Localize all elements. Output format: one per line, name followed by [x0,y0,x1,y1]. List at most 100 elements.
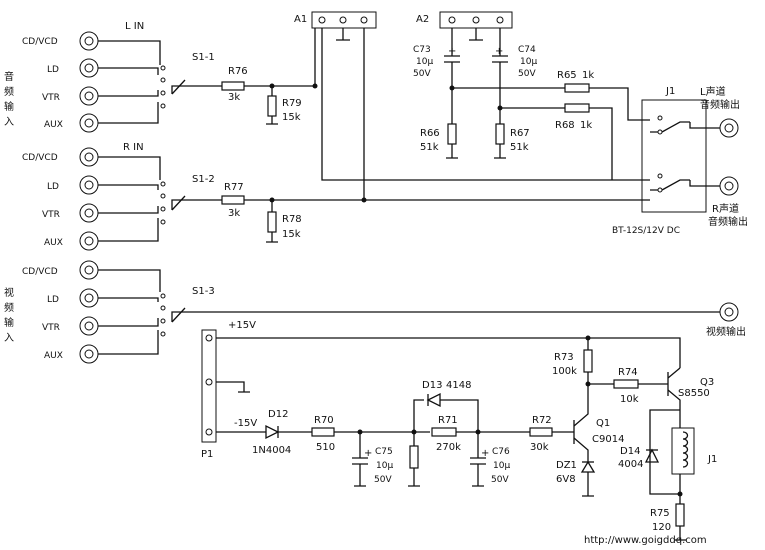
resistor-r72: R72 30k [529,415,553,453]
audio-input-char-3: 输 [4,100,14,113]
right-output-label-2: 音频输出 [708,215,748,228]
r70-value: 510 [316,442,335,453]
video-input-char-3: 输 [4,316,14,329]
dz1-ref: DZ1 [556,460,577,471]
transistor-q3: Q3 S8550 [667,367,714,410]
d14-ref: D14 [620,446,640,457]
rca-jack-icon [79,31,99,51]
audio-input-label: 音 频 输 入 [4,70,14,128]
r78-ref: R78 [282,214,302,225]
resistor-r65: R65 1k [557,70,594,93]
c75-plus: + [364,448,372,459]
video-src-ld: LD [47,295,59,305]
c74-voltage: 50V [518,69,536,79]
d13-part: 4148 [446,380,471,391]
d12-ref: D12 [268,409,288,420]
video-input-label: 视 频 输 入 [4,286,14,344]
connector-a2: A2 [416,11,513,29]
r72-ref: R72 [532,415,552,426]
r73-value: 100k [552,366,577,377]
c74-value: 10μ [520,57,537,67]
watermark: http://www.goigddq.com [584,535,707,546]
c73-plus: + [448,46,456,57]
d14-part: 4004 [618,459,643,470]
r65-ref: R65 [557,70,577,81]
c73-value: 10μ [416,57,433,67]
c75-ref: C75 [375,447,393,457]
resistor-r76: R76 3k [221,66,248,103]
c76-value: 10μ [493,461,510,471]
right-src-vtr: VTR [42,210,60,220]
r75-ref: R75 [650,508,670,519]
left-src-ld: LD [47,65,59,75]
relay-coil-j1: J1 [671,427,717,475]
r79-value: 15k [282,112,301,123]
r76-value: 3k [228,92,240,103]
video-input-group: CD/VCD LD VTR AUX S1-3 [22,260,720,364]
c74-ref: C74 [518,45,536,55]
r67-value: 51k [510,142,529,153]
left-input-group: L IN CD/VCD LD VTR AUX S1-1 [22,21,222,133]
rca-jack-icon [79,113,99,133]
r74-value: 10k [620,394,639,405]
capacitor-c76: + C76 10μ 50V [470,447,510,485]
r76-ref: R76 [228,66,248,77]
left-src-aux: AUX [44,120,63,130]
a1-label: A1 [294,14,307,25]
q3-part: S8550 [678,388,710,399]
resistor-r71: R71 270k [431,415,461,453]
relay-j1: J1 BT-12S/12V DC [612,86,707,236]
minus15v-label: -15V [234,418,257,429]
resistor-r75: R75 120 [650,503,685,533]
r78-value: 15k [282,229,301,240]
rca-jack-icon [79,147,99,167]
video-src-cdvcd: CD/VCD [22,267,58,277]
r68-value: 1k [580,120,592,131]
video-output-jack: 视频输出 [706,302,746,338]
d12-part: 1N4004 [252,445,291,456]
r66-ref: R66 [420,128,440,139]
switch-s1-3-label: S1-3 [192,286,215,297]
r73-ref: R73 [554,352,574,363]
r75-value: 120 [652,522,671,533]
r68-ref: R68 [555,120,575,131]
left-output-label-2: 音频输出 [700,98,740,111]
rca-jack-icon [79,260,99,280]
relay-ref: J1 [665,86,675,97]
dz1-part: 6V8 [556,474,576,485]
capacitor-c73: + C73 10μ 50V [413,45,460,79]
r72-value: 30k [530,442,549,453]
resistor-unlabeled [409,445,419,469]
rca-jack-icon [79,316,99,336]
rca-jack-icon [79,175,99,195]
c75-voltage: 50V [374,475,392,485]
c73-voltage: 50V [413,69,431,79]
c76-plus: + [481,448,489,459]
right-src-cdvcd: CD/VCD [22,153,58,163]
r74-ref: R74 [618,367,638,378]
video-src-vtr: VTR [42,323,60,333]
right-output-jack [719,176,739,196]
audio-input-char-2: 频 [4,85,14,98]
q1-ref: Q1 [596,418,610,429]
r77-ref: R77 [224,182,244,193]
left-in-header: L IN [125,21,144,32]
resistor-r66: R66 51k [420,123,457,153]
resistor-r74: R74 10k [613,367,639,405]
relay-model: BT-12S/12V DC [612,226,680,236]
diode-d13: D13 4148 [422,380,471,408]
c74-plus: + [495,46,503,57]
resistor-r70: R70 510 [311,415,335,453]
audio-input-char-4: 入 [4,117,14,128]
diode-d14: D14 4004 [618,446,660,470]
rca-jack-icon [79,86,99,106]
left-src-cdvcd: CD/VCD [22,37,58,47]
rca-jack-icon [79,288,99,308]
r77-value: 3k [228,208,240,219]
right-output-label-1: R声道 [712,202,739,215]
d13-ref: D13 [422,380,442,391]
rca-jack-icon [79,203,99,223]
left-output-label-1: L声道 [700,85,726,98]
